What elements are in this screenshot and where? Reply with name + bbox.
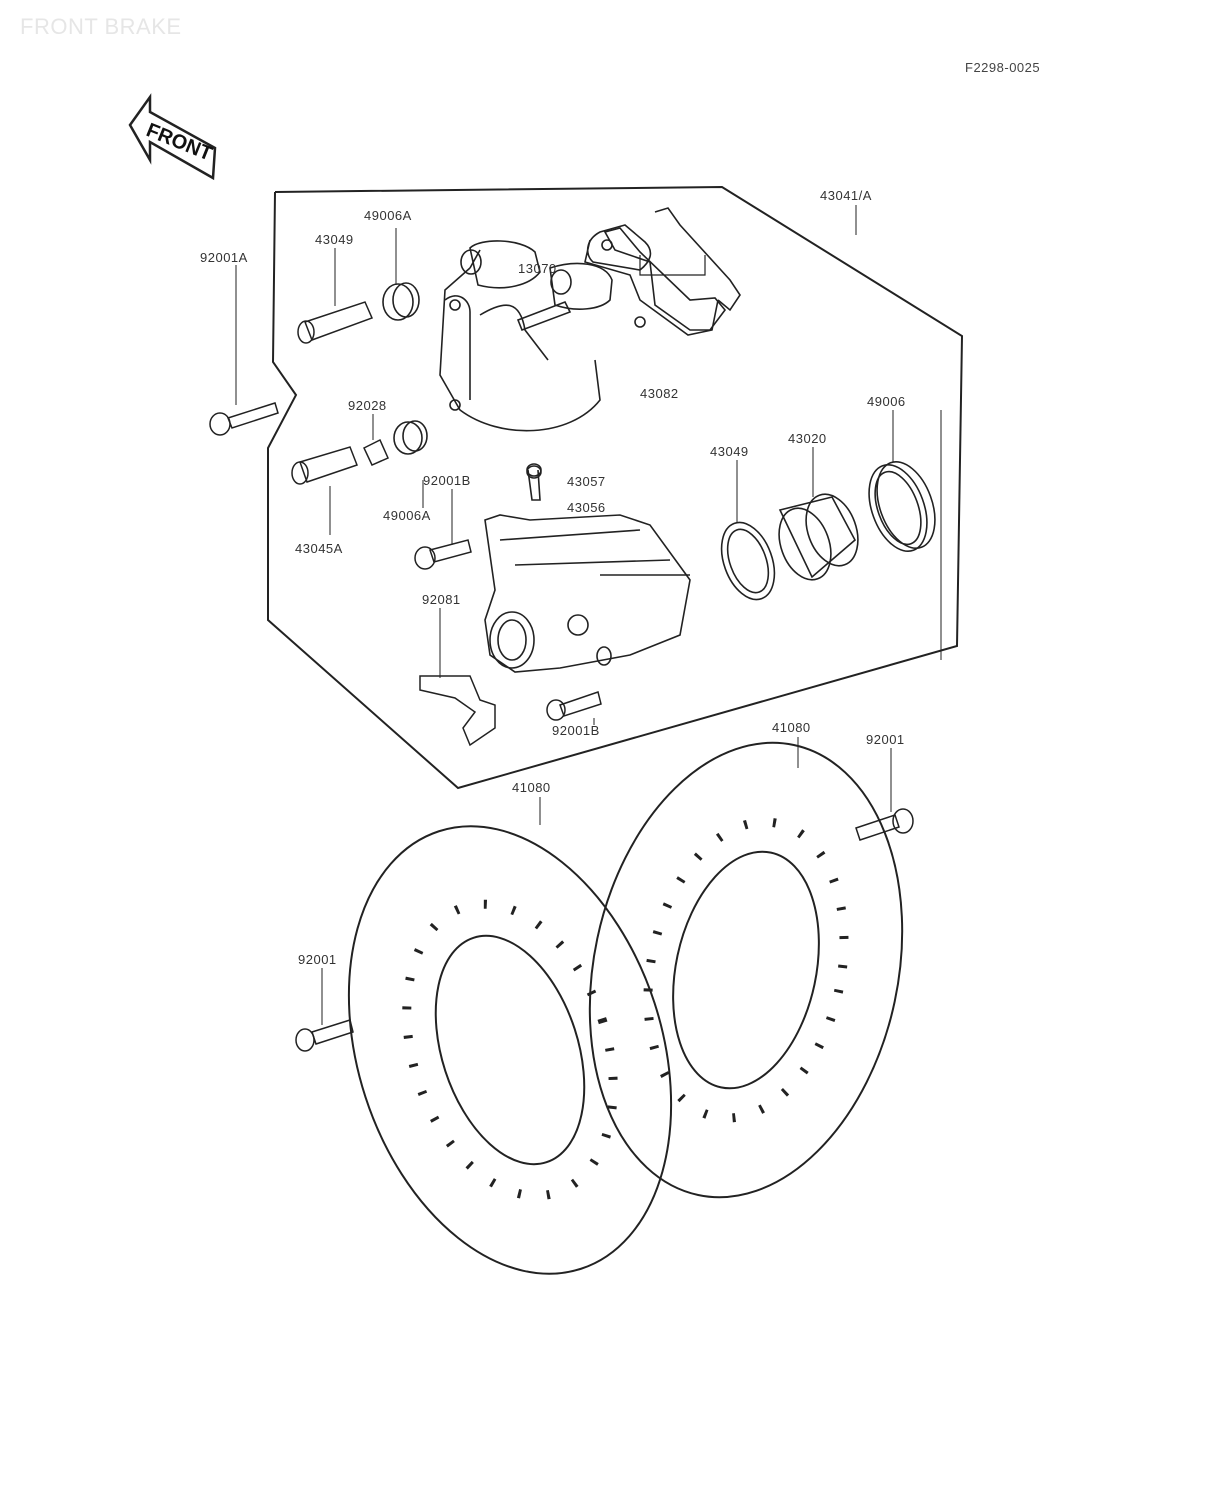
callout-49006a-lower: 49006A xyxy=(383,508,431,523)
dust-boot-49006a-upper xyxy=(382,282,420,321)
callout-49006a-upper: 49006A xyxy=(364,208,412,223)
leader-lines xyxy=(235,205,942,1025)
sleeve-92028 xyxy=(363,438,389,466)
diagram-ref-code: F2298-0025 xyxy=(965,60,1041,75)
callout-43049-pin: 43049 xyxy=(315,232,354,247)
callout-92001-left: 92001 xyxy=(298,952,337,967)
callout-92001-right: 92001 xyxy=(866,732,905,747)
dust-boot-49006a-lower xyxy=(393,420,428,455)
callout-41080-front: 41080 xyxy=(512,780,551,795)
callout-43045a: 43045A xyxy=(295,541,343,556)
callout-43057: 43057 xyxy=(567,474,606,489)
brake-disc-41080-front xyxy=(347,825,673,1275)
callout-13070: 13070 xyxy=(518,261,557,276)
callout-92081: 92081 xyxy=(422,592,461,607)
slide-pin-43045a xyxy=(291,446,358,485)
bolt-92001b-upper xyxy=(414,539,472,570)
spring-92081 xyxy=(419,675,496,747)
brake-disc-41080-rear xyxy=(588,741,904,1199)
dust-seal-49006 xyxy=(868,460,936,553)
disc-bolt-92001-left xyxy=(295,1019,354,1052)
bolt-92001b-lower xyxy=(546,691,602,721)
callout-43049-seal: 43049 xyxy=(710,444,749,459)
callout-41080-rear: 41080 xyxy=(772,720,811,735)
callout-92028: 92028 xyxy=(348,398,387,413)
callout-92001a: 92001A xyxy=(200,250,248,265)
callout-92001b-lower: 92001B xyxy=(552,723,600,738)
bolt-92001a xyxy=(209,402,279,436)
caliper-body xyxy=(484,463,691,673)
callout-43082: 43082 xyxy=(640,386,679,401)
bleed-valve-43057 xyxy=(526,465,542,479)
callout-49006: 49006 xyxy=(867,394,906,409)
front-direction-arrow: FRONT xyxy=(128,93,217,181)
piston-43020 xyxy=(778,493,859,581)
pad-leader-bracket xyxy=(639,255,706,276)
brake-pad-set xyxy=(584,207,741,336)
callout-43056: 43056 xyxy=(567,500,606,515)
callout-43020: 43020 xyxy=(788,431,827,446)
front-arrow-shape xyxy=(128,93,217,181)
slide-pin-43049 xyxy=(297,301,374,344)
callout-92001b-upper: 92001B xyxy=(423,473,471,488)
caliper-assembly-boundary xyxy=(267,185,964,790)
disc-bolt-92001-right xyxy=(855,808,914,841)
piston-seal-43049 xyxy=(720,521,776,601)
page-title: FRONT BRAKE xyxy=(20,14,182,39)
caliper-holder-bracket xyxy=(439,240,613,432)
callout-labels: 49006A 43049 43041/A 92001A 13070 92028 … xyxy=(200,188,906,967)
callout-43041a: 43041/A xyxy=(820,188,872,203)
